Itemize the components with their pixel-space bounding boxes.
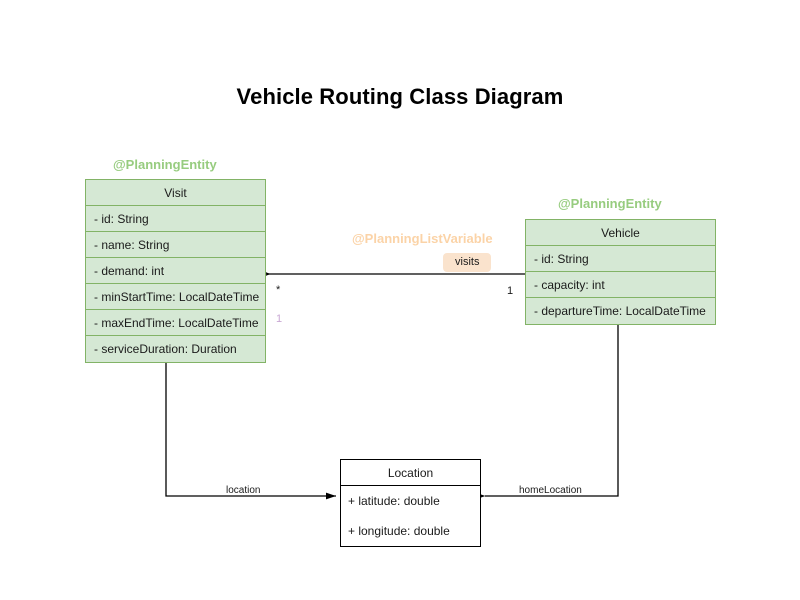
stereotype-planning-list-variable: @PlanningListVariable xyxy=(352,231,493,246)
class-attribute: - maxEndTime: LocalDateTime xyxy=(86,310,265,336)
edge-vehicle-home-location xyxy=(475,323,619,500)
class-name-visit: Visit xyxy=(86,180,265,206)
class-attribute: - capacity: int xyxy=(526,272,715,298)
class-box-vehicle[interactable]: Vehicle - id: String - capacity: int - d… xyxy=(525,219,716,325)
page-title: Vehicle Routing Class Diagram xyxy=(236,84,564,109)
class-attribute: - id: String xyxy=(86,206,265,232)
multiplicity-vehicle-side: 1 xyxy=(507,285,514,297)
edge-visit-location xyxy=(165,363,336,500)
class-attribute: - serviceDuration: Duration xyxy=(94,342,237,356)
edge-label-location: location xyxy=(226,485,261,496)
class-attribute: + longitude: double xyxy=(348,524,450,538)
class-attribute: - id: String xyxy=(526,246,715,272)
class-attribute: - name: String xyxy=(86,232,265,258)
class-attribute: - demand: int xyxy=(86,258,265,284)
class-attribute: + latitude: double xyxy=(348,494,440,508)
stereotype-vehicle: @PlanningEntity xyxy=(558,196,662,211)
class-name-vehicle: Vehicle xyxy=(526,220,715,246)
class-attribute: - minStartTime: LocalDateTime xyxy=(86,284,265,310)
class-box-location[interactable]: Location + latitude: double + longitude:… xyxy=(340,459,481,547)
class-attribute: - departureTime: LocalDateTime xyxy=(534,304,706,318)
class-box-visit[interactable]: Visit - id: String - name: String - dema… xyxy=(85,179,266,363)
class-name-location: Location xyxy=(341,460,480,486)
multiplicity-visit-secondary: 1 xyxy=(276,313,283,325)
edge-label-home-location: homeLocation xyxy=(519,485,582,496)
stereotype-visit: @PlanningEntity xyxy=(113,157,217,172)
edge-role-visits: visits xyxy=(443,253,492,272)
multiplicity-visit-side: * xyxy=(276,284,281,296)
